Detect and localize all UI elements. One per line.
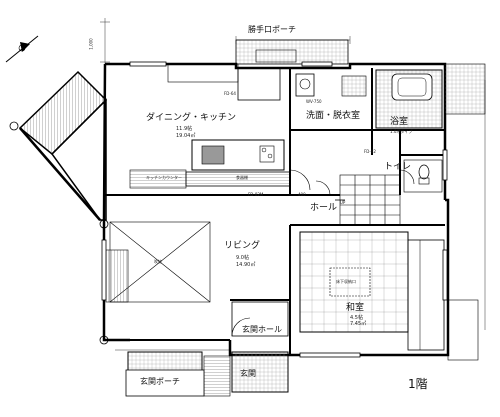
kitchen-counter-label: キッチンカウンター (146, 175, 182, 180)
fukinuke-label: 吹抜 (154, 259, 162, 264)
north-arrow (5, 35, 39, 63)
wv-label: WV-750 (306, 99, 322, 104)
room-genkan-hall: 玄関ホール (242, 325, 282, 334)
room-living: リビング (224, 241, 261, 251)
fukinuke-void (105, 221, 211, 303)
room-hall: ホール (310, 203, 338, 213)
fd-82-label: FD-82 (364, 149, 376, 154)
room-senmen: 洗面・脱衣室 (306, 111, 361, 121)
bathroom (375, 69, 443, 129)
washitsu-area-sqm: 7.45㎡ (350, 321, 367, 327)
windows (101, 61, 448, 358)
right-porch (444, 63, 486, 361)
room-washitsu: 和室 (346, 303, 365, 313)
entrance (203, 301, 289, 397)
left-wing (9, 70, 109, 345)
bathroom-note: 1.0坪タイプ (390, 129, 413, 134)
washitsu-area-jo: 4.5帖 (350, 315, 363, 321)
room-genkan: 玄関 (240, 369, 256, 378)
floor-label: 1階 (408, 377, 428, 391)
room-katteguchi: 勝手口ポーチ (248, 25, 296, 34)
living-area-sqm: 14.90㎡ (236, 262, 256, 268)
washitsu-tatami (299, 231, 445, 351)
dining-area-jo: 11.9帖 (176, 126, 193, 132)
stair-up-label: UP (340, 200, 346, 205)
interior-walls (104, 68, 445, 355)
room-toilet: トイレ (384, 162, 412, 172)
door-swings (231, 169, 415, 337)
katteguchi-porch (235, 39, 349, 65)
toilet-fixture (403, 159, 443, 193)
fd-82m-label: FD-82M (248, 192, 264, 197)
dimension-400: 400 (298, 192, 306, 197)
shoko-label: 床下収納口 (336, 279, 356, 284)
room-genkan-porch: 玄関ポーチ (140, 377, 180, 386)
dining-area-sqm: 19.04㎡ (176, 133, 196, 139)
room-dining-kitchen: ダイニング・キッチン (146, 113, 237, 123)
washroom-fixtures (295, 73, 367, 97)
living-area-jo: 9.0帖 (236, 255, 249, 261)
stair (335, 174, 401, 226)
dimension-1000: 1,000 (88, 38, 94, 50)
room-bathroom: 浴室 (390, 117, 409, 127)
genkan-porch (125, 351, 205, 397)
fd-64-label: FD-64 (224, 91, 236, 96)
cupboard-label: 食器棚 (236, 175, 248, 180)
kitchen (129, 63, 291, 189)
